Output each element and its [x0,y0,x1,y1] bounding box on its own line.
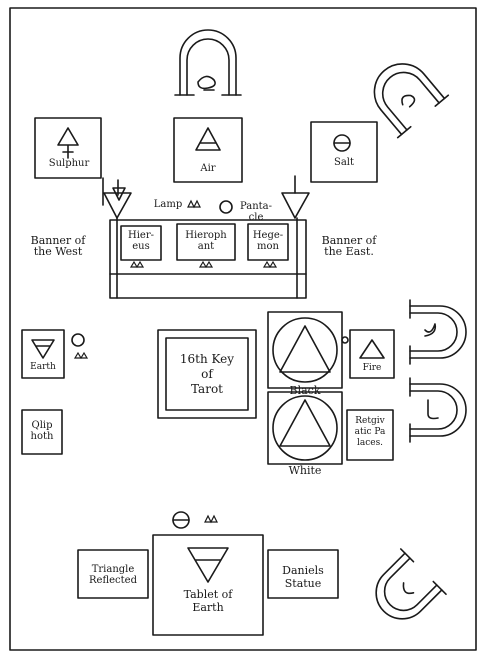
black-pillar-box [267,311,343,389]
label-triangle-reflected: Triangle Reflected [89,564,137,586]
label-lamp: Lamp [153,199,183,210]
qliphoth-box [21,409,63,455]
label-hierophant: Hieroph ant [185,230,227,252]
sulphur-box [34,117,102,179]
arch-icon-top-right [373,63,450,139]
white-pillar-box [267,391,343,465]
hegemon-box [247,223,289,261]
triangle-reflected-box [77,549,149,599]
salt-box [310,121,378,183]
label-paleces: Retgiv atic Pa laces. [354,416,386,448]
label-earth: Earth [30,362,56,372]
dais-box [109,219,307,275]
banner-east-triangle [281,192,310,219]
outer-border [9,7,477,651]
paleces-box [346,409,394,461]
pantacle-icon [219,200,233,214]
label-key-of-tarot: 16th Key of Tarot [179,352,235,396]
air-box [173,117,243,183]
label-qliphoth: Qlip hoth [30,420,54,442]
label-black: Black [289,384,321,397]
label-tablet-of-earth: Tablet of Earth [183,588,233,614]
dais-step [109,273,307,299]
key-of-tarot-box-outer [157,329,257,419]
fire-box [349,329,395,379]
tablet-triangle-icon [187,547,229,583]
earth-box [21,329,65,379]
sulphur-icon [57,127,79,159]
label-air: Air [200,163,216,174]
label-fire: Fire [362,363,382,373]
label-hiereus: Hier- eus [128,230,154,252]
daniels-statue-box [267,549,339,599]
fire-triangle-icon [359,339,385,359]
top-arch-icon [174,29,242,96]
lamp-crown-icon [187,199,201,209]
earth-triangle-icon [31,339,55,359]
hierophant-box [176,223,236,261]
label-banner-east: Banner of the East. [321,234,377,258]
label-sulphur: Sulphur [48,158,90,169]
air-triangle-icon [195,127,221,151]
label-daniels-statue: Daniels Statue [282,564,324,590]
arch-icon-right-1 [409,299,467,365]
label-pantacle: Panta- cle [239,201,273,223]
banner-west-triangle [103,192,132,219]
tablet-of-earth-box [152,534,264,636]
key-of-tarot-box-inner [165,337,249,411]
label-white: White [288,464,322,477]
arch-icon-bottom-right [375,548,447,620]
label-hegemon: Hege- mon [252,230,284,252]
label-salt: Salt [333,157,355,168]
label-banner-west: Banner of the West [30,234,86,258]
arch-icon-right-2 [409,377,467,443]
hiereus-box [120,225,162,261]
